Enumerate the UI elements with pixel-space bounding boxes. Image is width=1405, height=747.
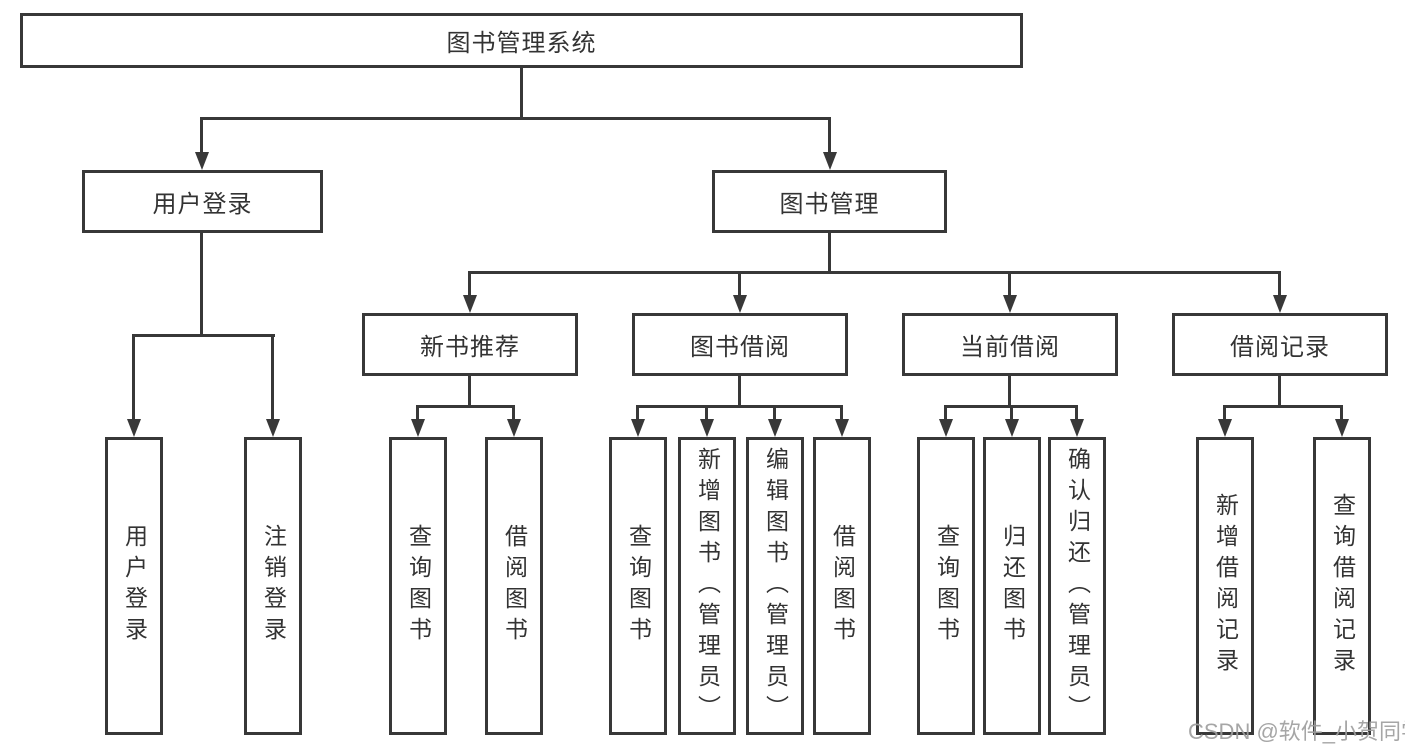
node-label: 新书推荐 <box>420 334 520 361</box>
leaf-label: 查询图书 <box>625 524 652 648</box>
connector-to-leaf-logout <box>271 334 274 420</box>
leaf-label: 新增借阅记录 <box>1212 493 1239 679</box>
connector-root-stem <box>520 68 523 119</box>
connector-to-new-book <box>468 271 471 296</box>
arrow-down-icon <box>1003 295 1017 313</box>
connector-level3-split <box>469 271 1281 274</box>
leaf-confirm-return-admin: 确认归还（管理员） <box>1048 437 1106 735</box>
leaf-query-book-recommend: 查询图书 <box>389 437 447 735</box>
connector-book-management-stem <box>828 233 831 273</box>
leaf-query-book-current: 查询图书 <box>917 437 975 735</box>
node-library-management-system: 图书管理系统 <box>20 13 1023 68</box>
connector-to-borrow-records <box>1278 271 1281 296</box>
arrow-down-icon <box>1070 419 1084 437</box>
leaf-label: 注销登录 <box>260 524 287 648</box>
connector-level2-split <box>201 117 831 120</box>
leaf-query-book-borrowing: 查询图书 <box>609 437 667 735</box>
arrow-down-icon <box>1335 419 1349 437</box>
leaf-label: 借阅图书 <box>501 524 528 648</box>
leaf-logout-login: 注销登录 <box>244 437 302 735</box>
arrow-down-icon <box>823 152 837 170</box>
connector-leaf-stem <box>1075 405 1078 421</box>
arrow-down-icon <box>1273 295 1287 313</box>
node-borrowing-records: 借阅记录 <box>1172 313 1388 376</box>
node-label: 借阅记录 <box>1230 334 1330 361</box>
connector-leaf-stem <box>840 405 843 421</box>
leaf-label: 新增图书（管理员） <box>694 446 721 726</box>
arrow-down-icon <box>127 419 141 437</box>
connector-leaf-stem <box>416 405 419 421</box>
connector-book-borrow-stem <box>738 376 741 407</box>
leaf-add-book-admin: 新增图书（管理员） <box>678 437 736 735</box>
node-label: 图书管理系统 <box>446 30 597 57</box>
leaf-add-borrow-record: 新增借阅记录 <box>1196 437 1254 735</box>
arrow-down-icon <box>835 419 849 437</box>
leaf-edit-book-admin: 编辑图书（管理员） <box>746 437 804 735</box>
connector-user-login-split <box>133 334 275 337</box>
arrow-down-icon <box>768 419 782 437</box>
arrow-down-icon <box>1005 419 1019 437</box>
node-book-borrowing: 图书借阅 <box>632 313 848 376</box>
leaf-user-login: 用户登录 <box>105 437 163 735</box>
node-label: 当前借阅 <box>960 334 1060 361</box>
csdn-watermark: CSDN @软件_小贺同学 <box>1188 719 1405 744</box>
leaf-label: 归还图书 <box>999 524 1026 648</box>
connector-leaf-stem <box>512 405 515 421</box>
connector-leaf-stem <box>1223 405 1226 421</box>
connector-leaf-stem <box>1340 405 1343 421</box>
leaf-label: 用户登录 <box>121 524 148 648</box>
connector-to-leaf-user-login <box>132 334 135 420</box>
node-current-borrowing: 当前借阅 <box>902 313 1118 376</box>
connector-leaf-stem <box>705 405 708 421</box>
leaf-borrow-book-recommend: 借阅图书 <box>485 437 543 735</box>
connector-new-book-split <box>417 405 513 408</box>
connector-current-borrow-stem <box>1008 376 1011 407</box>
leaf-label: 确认归还（管理员） <box>1064 446 1091 726</box>
leaf-query-borrow-record: 查询借阅记录 <box>1313 437 1371 735</box>
leaf-label: 查询借阅记录 <box>1329 493 1356 679</box>
connector-to-user-login <box>200 117 203 153</box>
node-label: 图书管理 <box>779 191 880 218</box>
connector-borrow-records-stem <box>1278 376 1281 407</box>
arrow-down-icon <box>700 419 714 437</box>
connector-book-borrow-split <box>637 405 843 408</box>
arrow-down-icon <box>463 295 477 313</box>
connector-user-login-stem <box>200 233 203 335</box>
arrow-down-icon <box>411 419 425 437</box>
connector-leaf-stem <box>944 405 947 421</box>
arrow-down-icon <box>733 295 747 313</box>
connector-leaf-stem <box>773 405 776 421</box>
leaf-borrow-book: 借阅图书 <box>813 437 871 735</box>
connector-to-book-borrow <box>738 271 741 296</box>
leaf-label: 查询图书 <box>933 524 960 648</box>
leaf-label: 借阅图书 <box>829 524 856 648</box>
connector-borrow-records-split <box>1224 405 1343 408</box>
arrow-down-icon <box>939 419 953 437</box>
leaf-label: 查询图书 <box>405 524 432 648</box>
arrow-down-icon <box>507 419 521 437</box>
leaf-label: 编辑图书（管理员） <box>762 446 789 726</box>
connector-to-current-borrow <box>1008 271 1011 296</box>
arrow-down-icon <box>631 419 645 437</box>
arrow-down-icon <box>195 152 209 170</box>
node-label: 用户登录 <box>152 191 253 218</box>
leaf-return-book: 归还图书 <box>983 437 1041 735</box>
connector-leaf-stem <box>1010 405 1013 421</box>
node-user-login: 用户登录 <box>82 170 323 233</box>
node-new-book-recommend: 新书推荐 <box>362 313 578 376</box>
arrow-down-icon <box>1218 419 1232 437</box>
arrow-down-icon <box>266 419 280 437</box>
node-label: 图书借阅 <box>690 334 790 361</box>
node-book-management: 图书管理 <box>712 170 947 233</box>
connector-leaf-stem <box>636 405 639 421</box>
connector-new-book-stem <box>468 376 471 407</box>
connector-to-book-management <box>828 117 831 153</box>
